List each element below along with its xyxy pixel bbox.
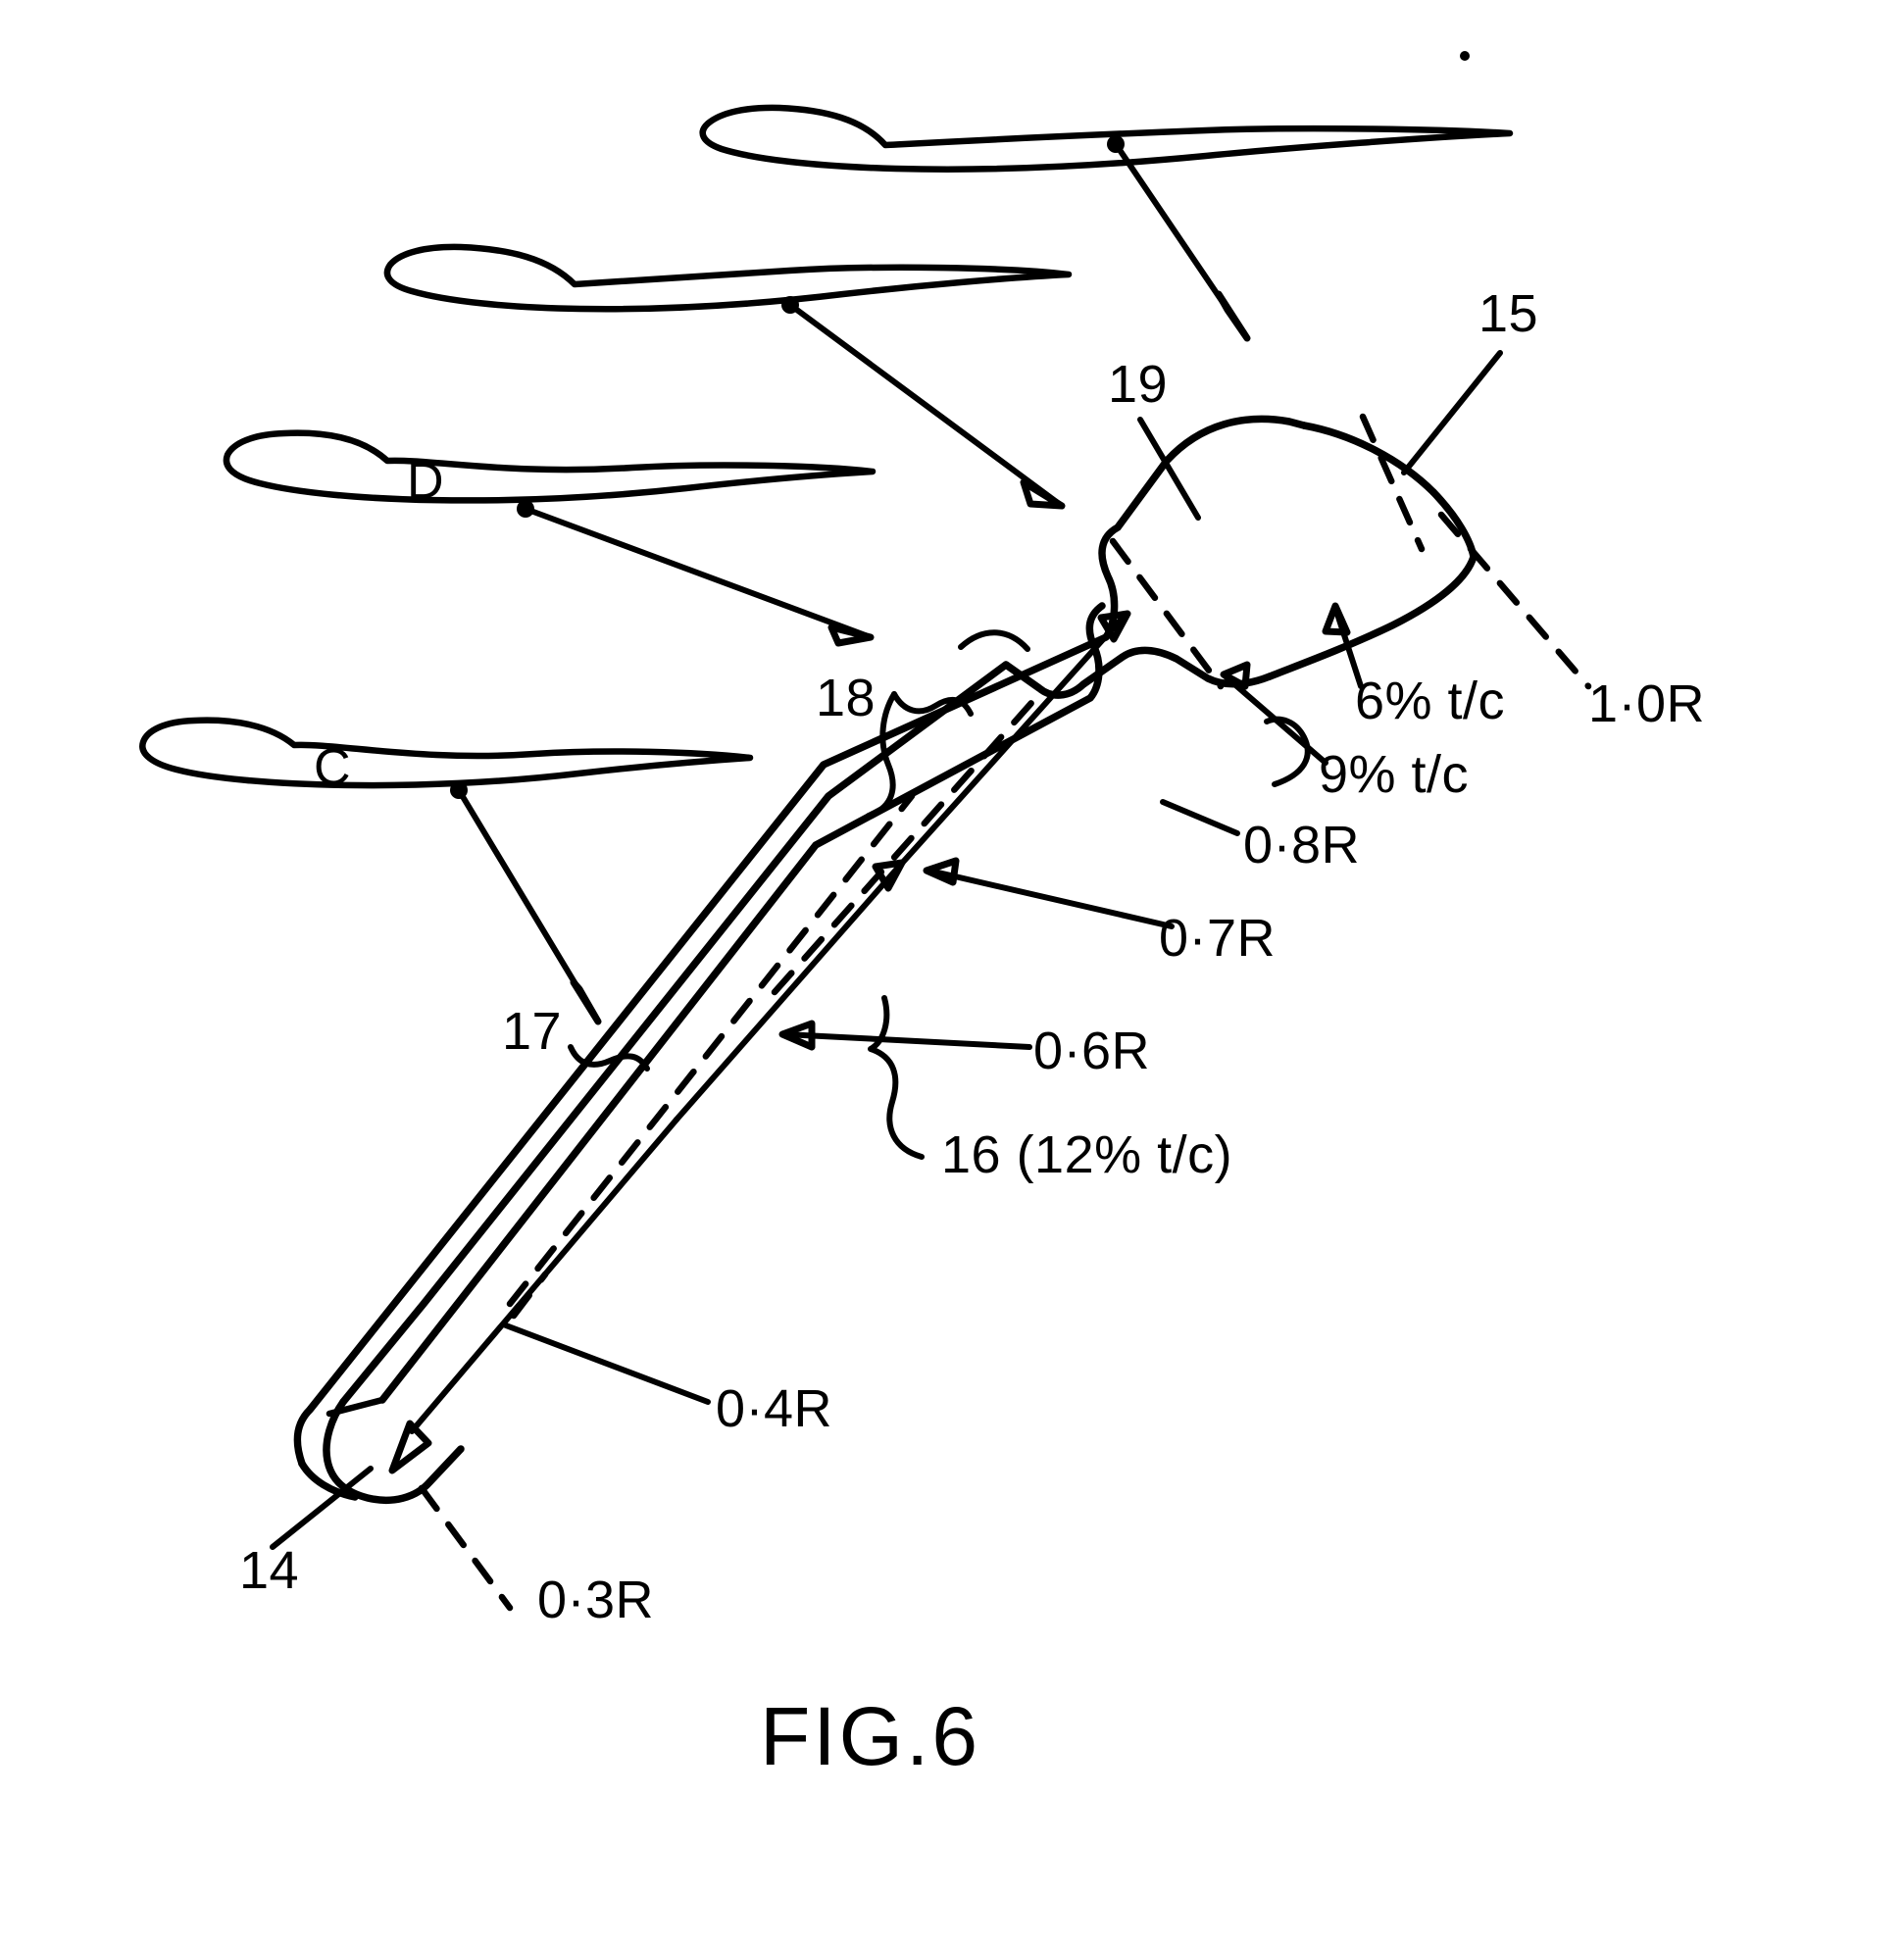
reference-numeral-16: 16 (12% t/c)	[941, 1125, 1232, 1184]
figure-caption: FIG.6	[760, 1690, 980, 1782]
brace-17	[568, 1044, 650, 1072]
leader-arrowhead-6pct	[1322, 602, 1351, 636]
leader-arrowhead-top-section	[1215, 290, 1251, 342]
aerofoil-section-upper	[383, 243, 1073, 510]
aerofoil-outline-top	[699, 104, 1514, 173]
callout-0-7R: 0·7R	[923, 857, 1276, 968]
station-axis-dashed-mid	[771, 690, 1043, 996]
span-arrow-mid-head	[872, 859, 906, 892]
station-line-0-3R	[418, 1484, 514, 1612]
aerofoil-outline-upper	[383, 243, 1073, 313]
callout-16: 16 (12% t/c)	[868, 995, 1232, 1184]
reference-numeral-17: 17	[502, 1002, 562, 1061]
leader-arrowhead-c-section	[570, 978, 602, 1025]
callout-15: 15	[1401, 284, 1538, 475]
leader-line-14	[270, 1466, 374, 1550]
aerofoil-section-label-d: D	[407, 453, 444, 510]
reference-numeral-15: 15	[1478, 284, 1538, 343]
brace-16	[868, 995, 925, 1160]
leader-arrowhead-d-section	[827, 624, 875, 647]
station-axis-dashed-lower	[506, 792, 916, 1308]
aerofoil-section-label-c: C	[314, 739, 351, 796]
brace-18-arc	[958, 629, 1030, 652]
callout-18: 18	[816, 629, 1030, 819]
aerofoil-outline-d	[223, 429, 877, 504]
leader-line-d-section	[523, 506, 874, 640]
radial-station-label-0-3R: 0·3R	[537, 1571, 654, 1629]
blade-leading-edge	[293, 415, 1308, 1468]
leader-line-0-6R	[781, 1031, 1032, 1050]
leader-line-0-4R	[503, 1322, 711, 1405]
callout-0-6R: 0·6R	[778, 1020, 1150, 1080]
reference-numeral-14: 14	[239, 1541, 299, 1600]
aerofoil-section-c: C	[139, 717, 754, 1025]
dust-speck	[1460, 51, 1470, 61]
span-direction-arrows	[388, 610, 1131, 1474]
blade-tip-trailing-curve	[1266, 553, 1478, 680]
radial-station-label-0-8R: 0·8R	[1243, 816, 1360, 874]
reference-numeral-19: 19	[1108, 355, 1168, 414]
leader-arrowhead-0-7R	[923, 857, 960, 886]
station-line-1-0R-inner	[1359, 413, 1426, 553]
callout-9pct-tc: 9% t/c	[1220, 661, 1469, 804]
callout-0-8R: 0·8R	[1160, 799, 1360, 874]
callout-0-3R: 0·3R	[537, 1571, 654, 1629]
leader-line-upper-section	[787, 302, 1065, 509]
radial-station-label-0-4R: 0·4R	[716, 1379, 832, 1438]
aerofoil-section-d: D	[223, 429, 877, 647]
leader-arrowhead-0-6R	[778, 1020, 816, 1051]
brace-9pct	[1264, 716, 1311, 787]
span-arrow-upper-line	[894, 615, 1126, 872]
span-arrow-lower-line	[409, 1117, 679, 1434]
leader-line-0-8R	[1160, 799, 1240, 836]
brace-18-lower	[866, 691, 897, 819]
leader-line-0-7R	[927, 868, 1175, 929]
blade-surface-line-mid	[420, 792, 832, 1308]
blade-root-chamfer	[326, 1396, 386, 1418]
leader-line-19	[1137, 417, 1201, 521]
callout-1-0R: 1·0R	[1588, 674, 1705, 733]
rotor-blade-planform	[293, 415, 1478, 1504]
thickness-label-6pct: 6% t/c	[1355, 672, 1505, 730]
callout-6pct-tc: 6% t/c	[1322, 602, 1505, 730]
leader-line-15	[1401, 350, 1503, 475]
span-arrow-lower-head	[388, 1420, 432, 1474]
brace-18-upper	[891, 691, 974, 717]
callout-0-4R: 0·4R	[503, 1322, 832, 1438]
radial-station-label-1-0R: 1·0R	[1588, 674, 1705, 733]
reference-numeral-18: 18	[816, 669, 876, 727]
thickness-label-9pct: 9% t/c	[1319, 745, 1469, 804]
callout-19: 19	[1108, 355, 1201, 521]
station-line-0-8R	[1109, 537, 1225, 690]
callout-14: 14	[239, 1466, 374, 1600]
span-arrow-upper-head	[1097, 610, 1131, 643]
blade-inner-upper-fold	[378, 602, 1106, 1404]
radial-station-label-0-7R: 0·7R	[1159, 909, 1276, 968]
blade-tip-leading-curve	[1300, 422, 1437, 496]
callout-17: 17	[502, 1002, 650, 1072]
aerofoil-outline-c	[139, 717, 754, 789]
station-line-1-0R-leader	[1437, 511, 1592, 690]
blade-root-end-upper	[298, 1460, 359, 1501]
leader-arrowhead-upper-section	[1020, 478, 1066, 510]
span-arrow-mid-line	[674, 866, 900, 1123]
aerofoil-section-top	[699, 104, 1514, 342]
leader-arrowhead-9pct	[1220, 661, 1251, 690]
radial-station-label-0-6R: 0·6R	[1033, 1022, 1150, 1080]
